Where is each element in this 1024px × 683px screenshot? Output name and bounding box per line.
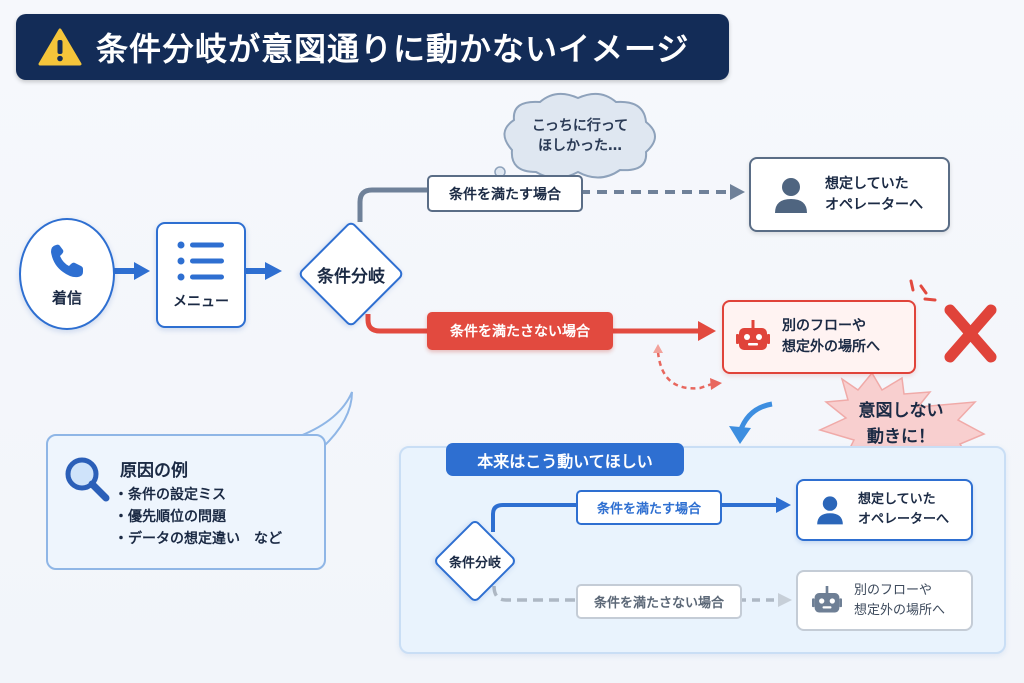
unexpected-line-1: 別のフローや [782,318,866,334]
wrong-route-dotted-arrow [653,344,722,390]
no-connector [365,314,430,334]
operator-line-1: 想定していた [825,175,909,192]
no-arrow [612,321,716,341]
thought-line-1: こっちに行って [531,118,629,134]
no-condition-label: 条件を満たさない場合 [450,324,590,340]
ideal-other-destination: 別のフローや 想定外の場所へ [796,570,973,631]
burst-line-2: 動きに！ [867,427,935,447]
magnifier-icon [65,457,110,502]
arrow-start-to-menu [112,262,150,280]
ideal-branch-label: 条件分岐 [448,555,501,571]
ideal-other-line-2: 想定外の場所へ [854,602,946,618]
start-node-incoming-call: 着信 [19,218,115,330]
robot-icon [812,585,842,612]
ideal-no-tag: 条件を満たさない場合 [576,584,742,619]
unexpected-line-2: 想定外の場所へ [782,339,880,355]
menu-label: メニュー [173,294,229,310]
ideal-branch-node: 条件分岐 [425,518,525,604]
menu-node: メニュー [156,222,246,328]
ideal-other-line-1: 別のフローや [854,582,933,598]
no-condition-tag: 条件を満たさない場合 [427,312,613,350]
phone-icon [51,244,83,277]
ideal-no-label: 条件を満たさない場合 [593,596,724,611]
start-label: 着信 [51,288,82,307]
cause-item: ・優先順位の問題 [114,509,226,525]
cause-item: ・データの想定違い など [114,531,282,547]
cause-item: ・条件の設定ミス [114,487,226,503]
warning-icon [38,28,82,66]
alert-lines [909,279,937,302]
thought-line-2: ほしかった… [538,138,622,154]
ideal-yes-connector [491,503,576,532]
branch-node: 条件分岐 [283,220,419,328]
causes-box: 原因の例 ・条件の設定ミス ・優先順位の問題 ・データの想定違い など [46,434,326,570]
page-title: 条件分岐が意図通りに動かないイメージ [96,30,690,68]
unintended-behavior-callout: 意図しない 動きに！ [846,398,956,450]
yes-connector [357,187,430,222]
yes-condition-label: 条件を満たす場合 [449,186,561,203]
ideal-operator-destination: 想定していた オペレーターへ [796,479,973,541]
curved-down-arrow [729,401,773,444]
person-icon [817,496,843,525]
thought-bubble-text: こっちに行って ほしかった… [516,116,644,156]
ideal-operator-line-1: 想定していた [858,492,936,507]
causes-title: 原因の例 [120,461,188,481]
unexpected-destination: 別のフローや 想定外の場所へ [722,300,916,374]
ideal-yes-label: 条件を満たす場合 [596,502,701,517]
yes-condition-tag: 条件を満たす場合 [427,175,583,212]
yes-dashed-arrow [580,184,745,200]
x-mark-icon [944,304,997,363]
operator-line-2: オペレーターへ [825,196,923,213]
person-icon [775,177,807,213]
arrow-menu-to-branch [243,262,282,280]
expected-operator-destination: 想定していた オペレーターへ [749,157,950,232]
list-icon [177,241,224,281]
ideal-no-dashed-arrow [492,585,792,607]
ideal-flow-title: 本来はこう動いてほしい [446,443,684,476]
ideal-operator-line-2: オペレーターへ [858,512,950,527]
ideal-yes-arrow [718,497,791,513]
burst-line-1: 意図しない [858,401,944,421]
ideal-yes-tag: 条件を満たす場合 [576,490,722,525]
title-banner: 条件分岐が意図通りに動かないイメージ [16,14,729,80]
branch-label: 条件分岐 [317,266,385,287]
robot-icon [736,320,770,350]
